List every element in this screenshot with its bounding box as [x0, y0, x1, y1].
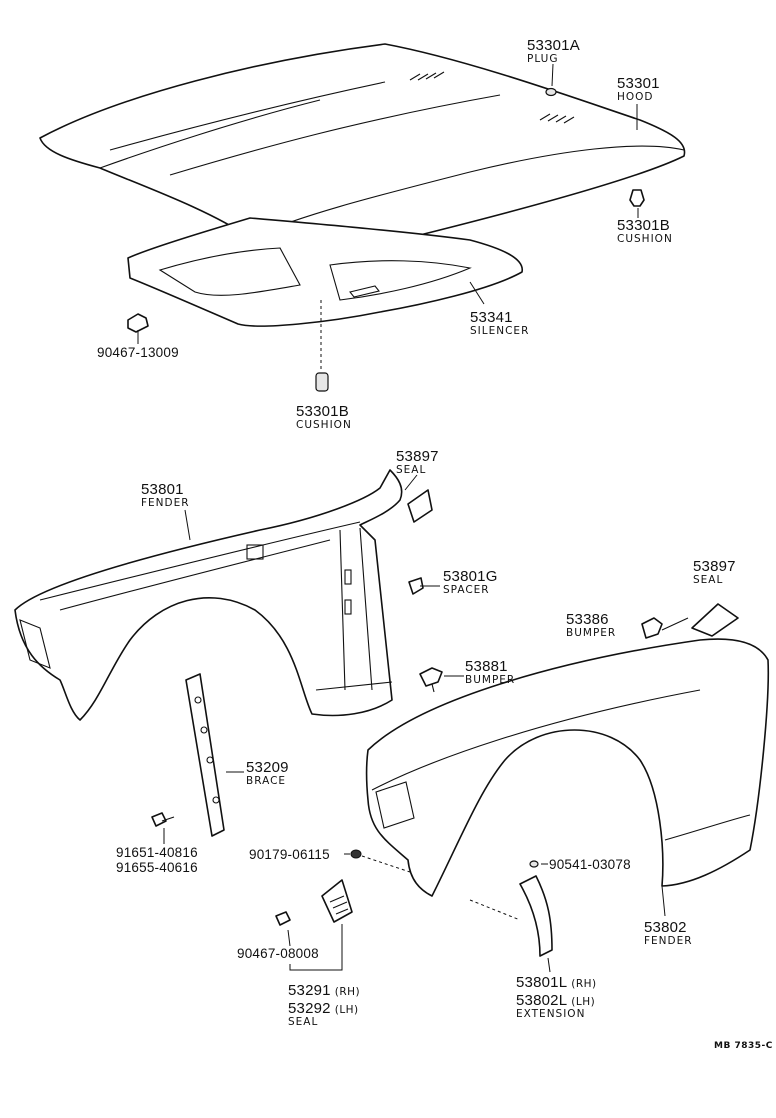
cushion-center-part — [315, 300, 329, 392]
brace-part — [185, 673, 225, 837]
cushion-right-part — [629, 189, 645, 207]
fender-left-part — [14, 469, 403, 721]
label-bumper-center: 53881 BUMPER — [465, 659, 515, 686]
label-silencer: 53341 SILENCER — [470, 310, 529, 337]
label-extension: 53801L(RH) 53802L(LH) EXTENSION — [516, 974, 597, 1020]
part-number: 53802 — [644, 919, 687, 936]
part-number: 53301A — [527, 37, 580, 54]
part-number: 53291 — [288, 982, 331, 999]
part-number: 53292 — [288, 1000, 331, 1017]
part-number: 53897 — [396, 448, 439, 465]
part-number: 53209 — [246, 759, 289, 776]
part-number: 53301 — [617, 75, 660, 92]
part-number: 53341 — [470, 309, 513, 326]
silencer-panel — [127, 217, 523, 327]
fender-right-part — [365, 638, 770, 897]
label-bumper-right: 53386 BUMPER — [566, 612, 616, 639]
part-name: SILENCER — [470, 325, 530, 337]
label-spacer: 53801G SPACER — [443, 569, 498, 596]
part-number: 53386 — [566, 611, 609, 628]
part-number: 53301B — [296, 403, 349, 420]
side-tag: (RH) — [334, 986, 361, 998]
label-fender-left: 53801 FENDER — [141, 482, 190, 509]
part-name: EXTENSION — [516, 1008, 586, 1020]
part-name: BUMPER — [566, 627, 617, 639]
label-fender-right: 53802 FENDER — [644, 920, 693, 947]
part-name: CUSHION — [296, 419, 352, 431]
part-number: 90541-03078 — [549, 857, 631, 872]
part-name: FENDER — [141, 497, 190, 509]
part-name: SEAL — [396, 464, 427, 476]
label-seal-upper-right: 53897 SEAL — [693, 559, 736, 586]
seal-upper-right-part — [691, 603, 739, 637]
label-hood: 53301 HOOD — [617, 76, 660, 103]
reference-code: MB 7835-C — [714, 1041, 773, 1051]
screw-right-part — [529, 860, 539, 868]
part-number: 90467-08008 — [237, 946, 319, 961]
part-number: 53881 — [465, 658, 508, 675]
part-number: 53801L — [516, 974, 568, 991]
part-number: 53801G — [443, 568, 498, 585]
bumper-right-part — [641, 617, 663, 639]
part-number: 91655-40616 — [116, 859, 198, 875]
part-name: BRACE — [246, 775, 287, 787]
part-name: FENDER — [644, 935, 693, 947]
label-cushion-center: 53301B CUSHION — [296, 404, 352, 431]
leader-lines — [137, 63, 689, 973]
bolt-part — [151, 812, 175, 827]
extension-part — [469, 875, 553, 957]
part-name: PLUG — [527, 53, 559, 65]
side-tag: (LH) — [334, 1004, 359, 1016]
label-clip-hood: 90467-13009 — [97, 346, 179, 360]
spacer-part — [408, 577, 424, 595]
part-number: 90179-06115 — [249, 847, 330, 862]
part-name: SEAL — [693, 574, 724, 586]
label-seal-upper-left: 53897 SEAL — [396, 449, 439, 476]
side-tag: (LH) — [571, 996, 596, 1008]
part-number: 91651-40816 — [116, 845, 198, 860]
part-name: CUSHION — [617, 233, 673, 245]
label-cushion-right: 53301B CUSHION — [617, 218, 673, 245]
label-screw-center: 90179-06115 — [249, 848, 330, 862]
part-number: 53301B — [617, 217, 670, 234]
part-name: SPACER — [443, 584, 490, 596]
screw-center-part — [350, 849, 411, 873]
hood-clip-part — [127, 313, 149, 333]
part-number: 53897 — [693, 558, 736, 575]
label-bolts: 91651-40816 91655-40616 — [116, 846, 198, 874]
part-number: 53801 — [141, 481, 184, 498]
plug-part — [545, 87, 557, 97]
bumper-center-part — [419, 667, 443, 693]
side-tag: (RH) — [571, 978, 597, 990]
seal-lower-part — [321, 879, 353, 923]
label-plug: 53301A PLUG — [527, 38, 580, 65]
seal-clip-part — [275, 911, 291, 926]
part-name: BUMPER — [465, 674, 516, 686]
part-name: SEAL — [288, 1016, 319, 1028]
label-seal-lower: 53291(RH) 53292(LH) SEAL — [288, 982, 360, 1028]
label-screw-right: 90541-03078 — [549, 858, 631, 872]
label-clip-seal: 90467-08008 — [237, 947, 319, 961]
hood-panel — [39, 43, 686, 269]
part-number: 90467-13009 — [97, 345, 179, 360]
label-brace: 53209 BRACE — [246, 760, 289, 787]
part-number: 53802L — [516, 992, 568, 1009]
part-name: HOOD — [617, 91, 654, 103]
seal-upper-left-part — [407, 489, 433, 523]
